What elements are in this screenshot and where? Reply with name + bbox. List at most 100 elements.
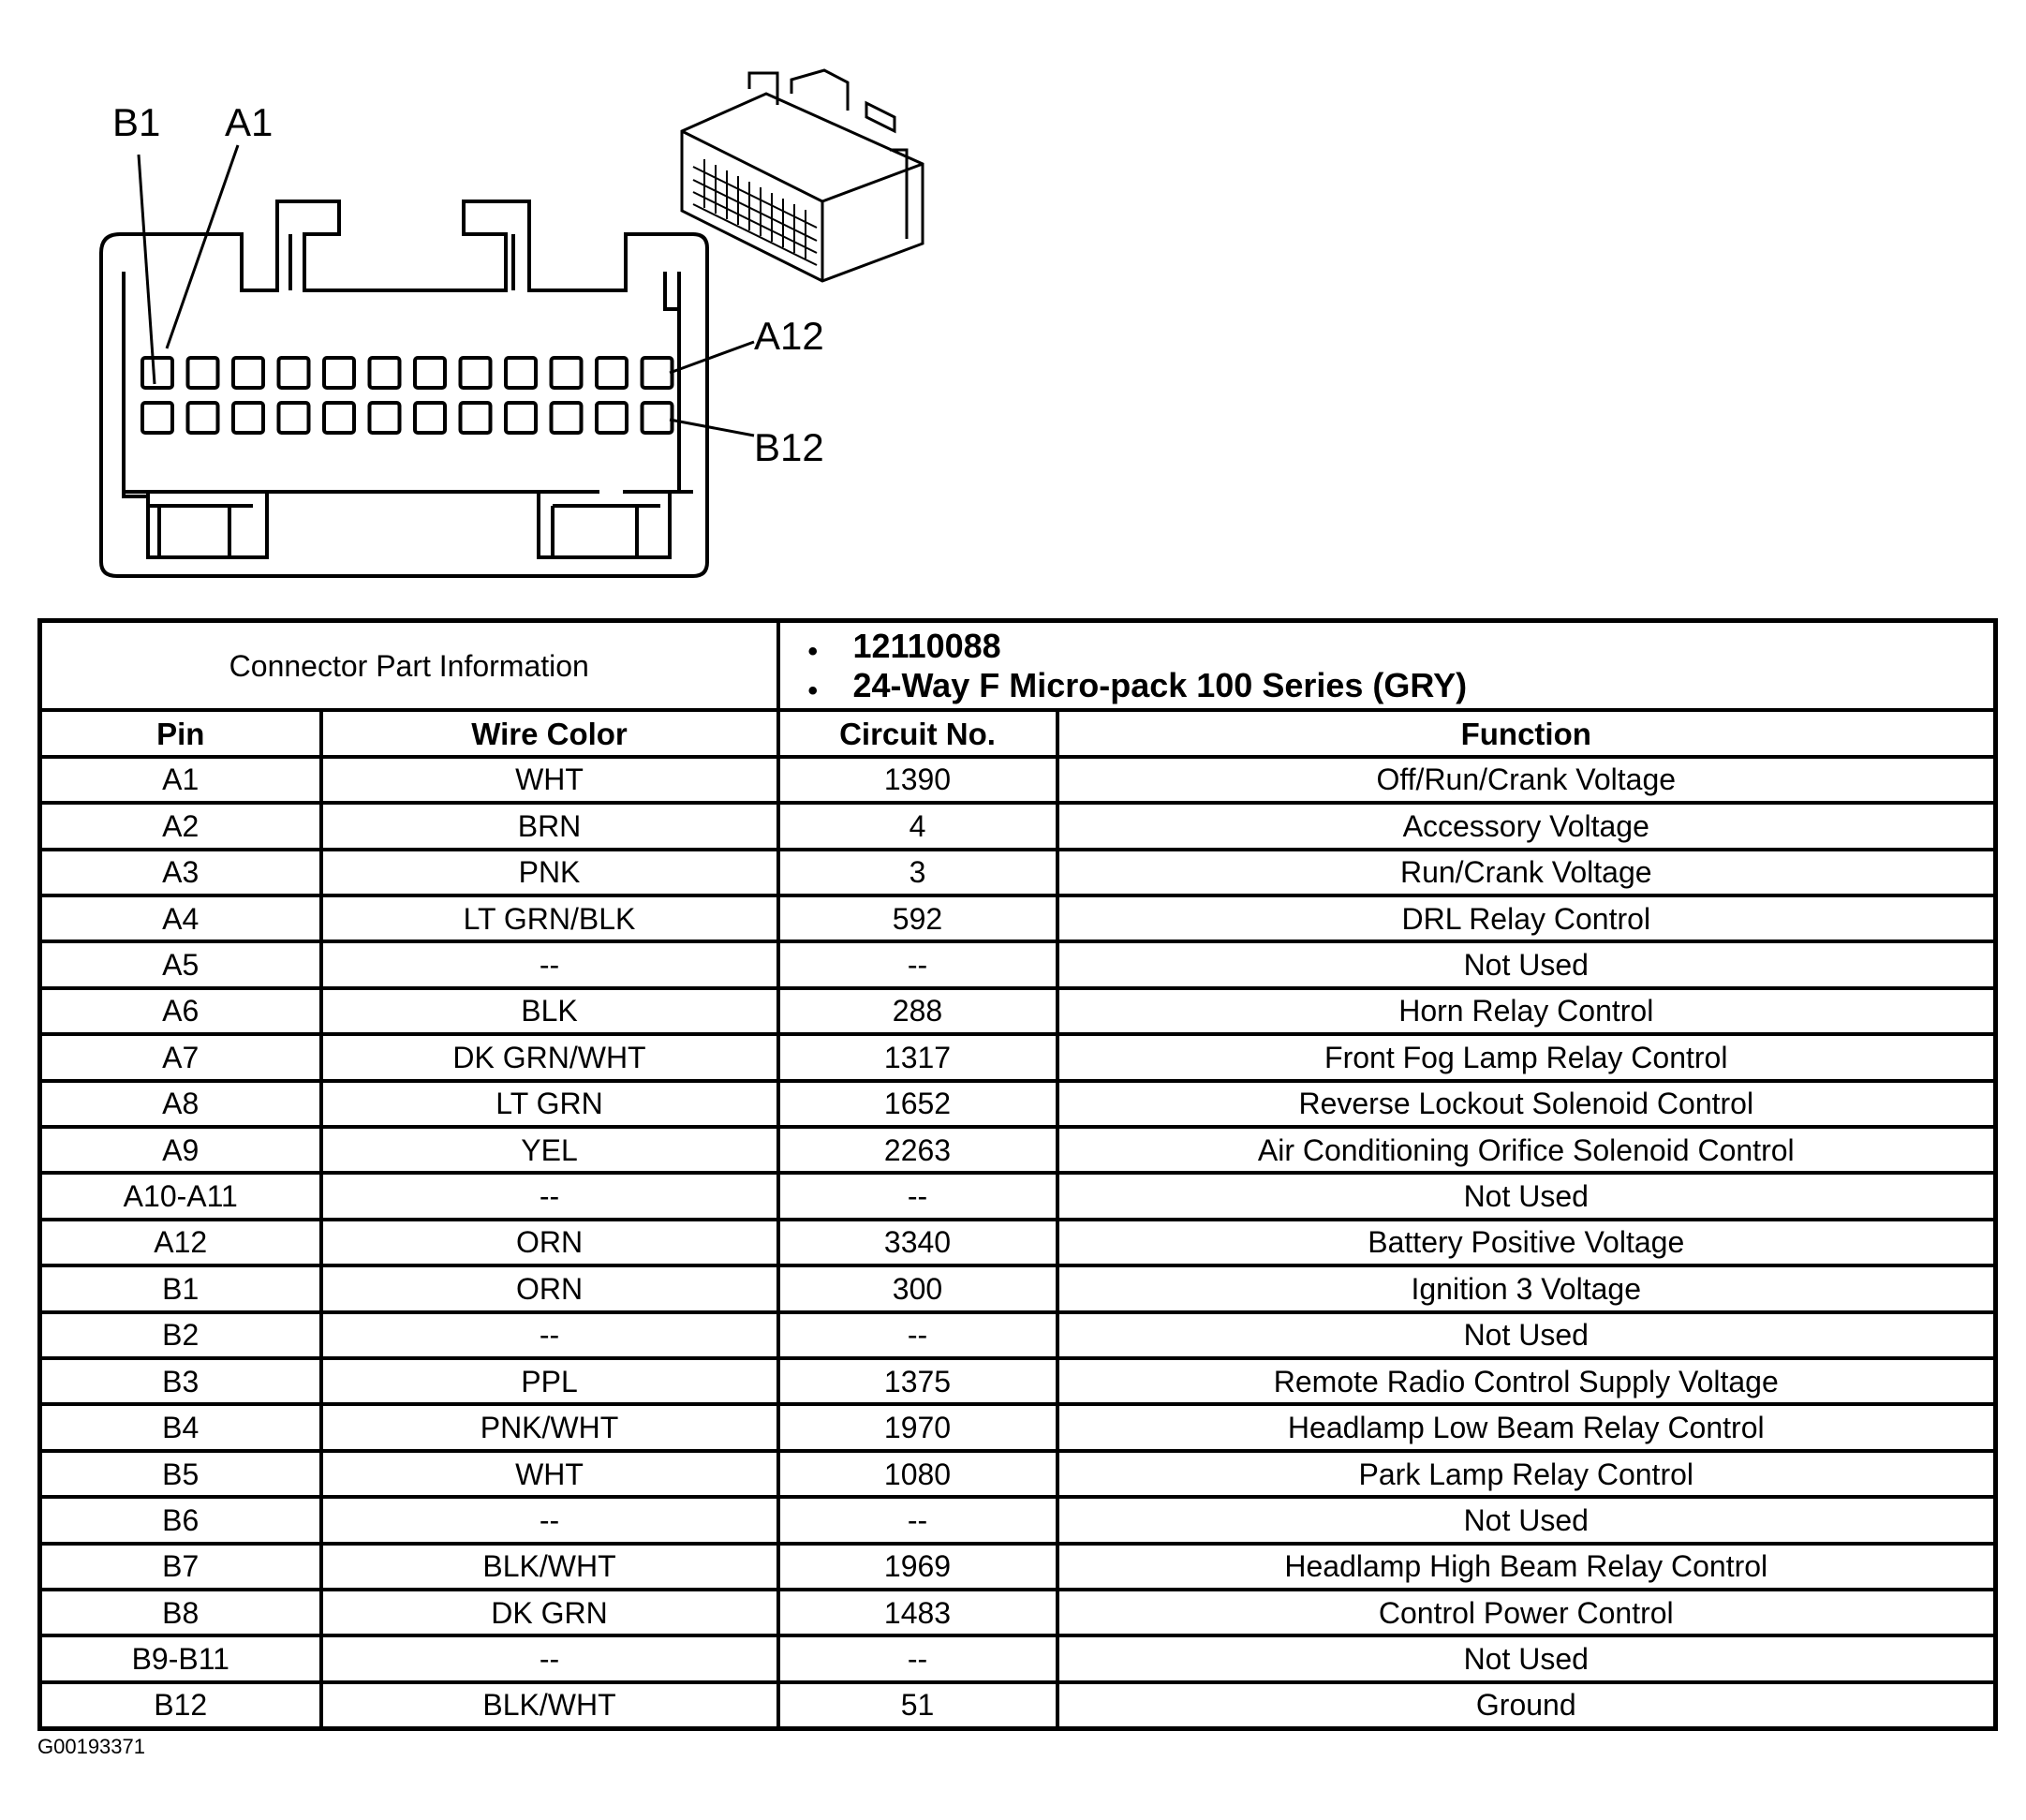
circuit-cell: -- (776, 1634, 1059, 1684)
pin-cell: A2 (37, 801, 323, 851)
iso-pin-holes (692, 159, 818, 266)
wire-color-cell: -- (318, 1634, 780, 1684)
connector-info-row: Connector Part Information 12110088 24-W… (37, 618, 1998, 713)
figure-id: G00193371 (37, 1735, 145, 1758)
function-cell: Not Used (1055, 1171, 1998, 1221)
callout-b1: B1 (112, 100, 160, 144)
pin-cell: A7 (37, 1032, 323, 1083)
circuit-cell: 1375 (776, 1355, 1059, 1407)
wire-color-cell: BRN (318, 801, 780, 851)
function-cell: Ground (1055, 1679, 1998, 1731)
function-cell: Horn Relay Control (1055, 985, 1998, 1037)
pin-cavity-b10 (549, 401, 584, 435)
leader-a1 (165, 144, 240, 349)
pin-cell: A9 (37, 1124, 323, 1176)
pin-cavity-b6 (367, 401, 402, 435)
wire-color-cell: DK GRN/WHT (318, 1032, 780, 1083)
pin-cell: B7 (37, 1541, 323, 1592)
pin-cavity-a12 (640, 356, 674, 390)
wire-color-cell: ORN (318, 1217, 780, 1268)
function-cell: Not Used (1055, 940, 1998, 990)
function-cell: Battery Positive Voltage (1055, 1217, 1998, 1268)
circuit-cell: -- (776, 1171, 1059, 1221)
wire-color-cell: PPL (318, 1355, 780, 1407)
function-cell: Ignition 3 Voltage (1055, 1264, 1998, 1314)
callout-a1: A1 (225, 100, 273, 144)
circuit-cell: 2263 (776, 1124, 1059, 1176)
circuit-cell: 3340 (776, 1217, 1059, 1268)
function-cell: Headlamp High Beam Relay Control (1055, 1541, 1998, 1592)
pin-cell: A5 (37, 940, 323, 990)
connector-pinout-table: Connector Part Information 12110088 24-W… (37, 618, 1999, 1731)
table-row: A10-A11----Not Used (37, 1171, 1998, 1221)
function-cell: Accessory Voltage (1055, 801, 1998, 851)
table-row: B2----Not Used (37, 1310, 1998, 1361)
circuit-cell: 51 (776, 1679, 1059, 1731)
pin-cavity-a9 (504, 356, 538, 390)
circuit-cell: 1652 (776, 1078, 1059, 1129)
pin-cell: A10-A11 (37, 1171, 323, 1221)
circuit-cell: 592 (776, 893, 1059, 944)
callout-b12: B12 (754, 425, 824, 469)
leader-a12 (669, 340, 755, 375)
function-cell: Not Used (1055, 1634, 1998, 1684)
pin-cavity-b3 (231, 401, 265, 435)
function-cell: Front Fog Lamp Relay Control (1055, 1032, 1998, 1083)
connector-diagram: B1 A1 A12 B12 (99, 68, 924, 578)
circuit-cell: 1483 (776, 1588, 1059, 1638)
wire-color-cell: -- (318, 1495, 780, 1546)
pin-cavity-b5 (322, 401, 356, 435)
pin-cell: A6 (37, 985, 323, 1037)
circuit-cell: 4 (776, 801, 1059, 851)
pin-cavity-a5 (322, 356, 356, 390)
header-pin: Pin (37, 708, 323, 759)
pin-cavity-b9 (504, 401, 538, 435)
circuit-cell: 1317 (776, 1032, 1059, 1083)
pin-cavity-a8 (458, 356, 493, 390)
pin-cavity-b2 (185, 401, 220, 435)
pin-cell: B8 (37, 1588, 323, 1638)
circuit-cell: 1969 (776, 1541, 1059, 1592)
circuit-cell: 1970 (776, 1402, 1059, 1453)
connector-description: 24-Way F Micro-pack 100 Series (GRY) (808, 666, 1994, 711)
callout-leaders (137, 144, 755, 437)
pin-cell: B9-B11 (37, 1634, 323, 1684)
function-cell: Park Lamp Relay Control (1055, 1448, 1998, 1500)
pin-cavity-b1 (140, 401, 174, 435)
pin-cavity-a1 (140, 356, 174, 390)
wire-color-cell: BLK (318, 985, 780, 1037)
circuit-cell: -- (776, 940, 1059, 990)
wire-color-cell: -- (318, 1171, 780, 1221)
circuit-cell: -- (776, 1310, 1059, 1361)
wire-color-cell: PNK (318, 847, 780, 897)
function-cell: Headlamp Low Beam Relay Control (1055, 1402, 1998, 1453)
wire-color-cell: -- (318, 940, 780, 990)
wire-color-cell: DK GRN (318, 1588, 780, 1638)
connector-outer-shell (99, 200, 709, 578)
pin-cavity-a6 (367, 356, 402, 390)
pin-cavity-b11 (595, 401, 629, 435)
pin-cell: A8 (37, 1078, 323, 1129)
wire-color-cell: YEL (318, 1124, 780, 1176)
pin-cell: B6 (37, 1495, 323, 1546)
table-row: B6----Not Used (37, 1495, 1998, 1546)
latch-right (537, 492, 672, 559)
wire-color-cell: LT GRN/BLK (318, 893, 780, 944)
pin-cavity-a7 (413, 356, 447, 390)
pin-cavity-a3 (231, 356, 265, 390)
circuit-cell: 300 (776, 1264, 1059, 1314)
circuit-cell: 288 (776, 985, 1059, 1037)
pin-cavity-a2 (185, 356, 220, 390)
pin-cell: A4 (37, 893, 323, 944)
pin-cell: A3 (37, 847, 323, 897)
connector-isometric-view (680, 68, 924, 283)
pin-cavity-a10 (549, 356, 584, 390)
